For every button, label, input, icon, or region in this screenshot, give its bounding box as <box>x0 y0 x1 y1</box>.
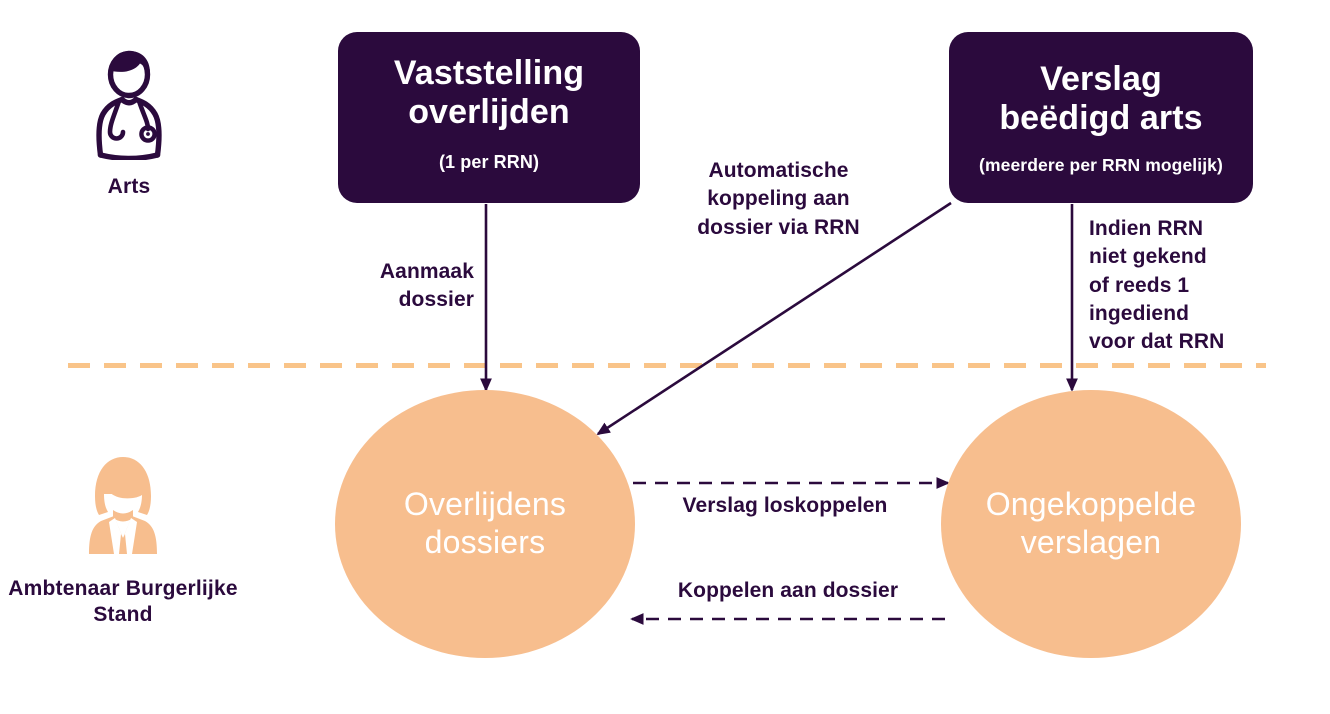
store-label: Ongekoppelde verslagen <box>985 486 1197 560</box>
process-box-vaststelling-overlijden[interactable]: Vaststelling overlijden (1 per RRN) <box>338 32 640 203</box>
process-subtitle: (meerdere per RRN mogelijk) <box>979 154 1223 175</box>
blouse-shape <box>109 518 137 554</box>
stethoscope-bell <box>139 125 157 143</box>
store-overlijdensdossiers[interactable]: Overlijdens dossiers <box>335 390 635 658</box>
process-subtitle: (1 per RRN) <box>438 151 540 172</box>
process-title: Vaststelling overlijden <box>393 54 585 132</box>
actor-doctor: Arts <box>14 44 244 200</box>
female-officer-icon <box>89 457 157 554</box>
actor-officer: Ambtenaar Burgerlijke Stand <box>8 452 238 627</box>
edge-label-automatische-koppeling: Automatische koppeling aan dossier via R… <box>697 159 860 239</box>
process-title: Verslag beëdigd arts <box>999 60 1203 138</box>
edge-label-aanmaak-dossier: Aanmaak dossier <box>379 260 474 312</box>
store-label: Overlijdens dossiers <box>403 486 567 560</box>
actor-officer-label: Ambtenaar Burgerlijke Stand <box>8 577 238 626</box>
edge-label-indien-rrn-niet-gekend: Indien RRN niet gekend of reeds 1 ingedi… <box>1089 217 1225 354</box>
doctor-icon <box>96 50 162 160</box>
actor-doctor-label: Arts <box>107 175 151 198</box>
doctor-hair <box>108 51 150 82</box>
process-box-verslag-beedigd-arts[interactable]: Verslag beëdigd arts (meerdere per RRN m… <box>949 32 1253 203</box>
store-ongekoppelde-verslagen[interactable]: Ongekoppelde verslagen <box>941 390 1241 658</box>
edge-label-verslag-loskoppelen: Verslag loskoppelen <box>682 494 888 517</box>
edge-label-koppelen-aan-dossier: Koppelen aan dossier <box>677 579 899 602</box>
